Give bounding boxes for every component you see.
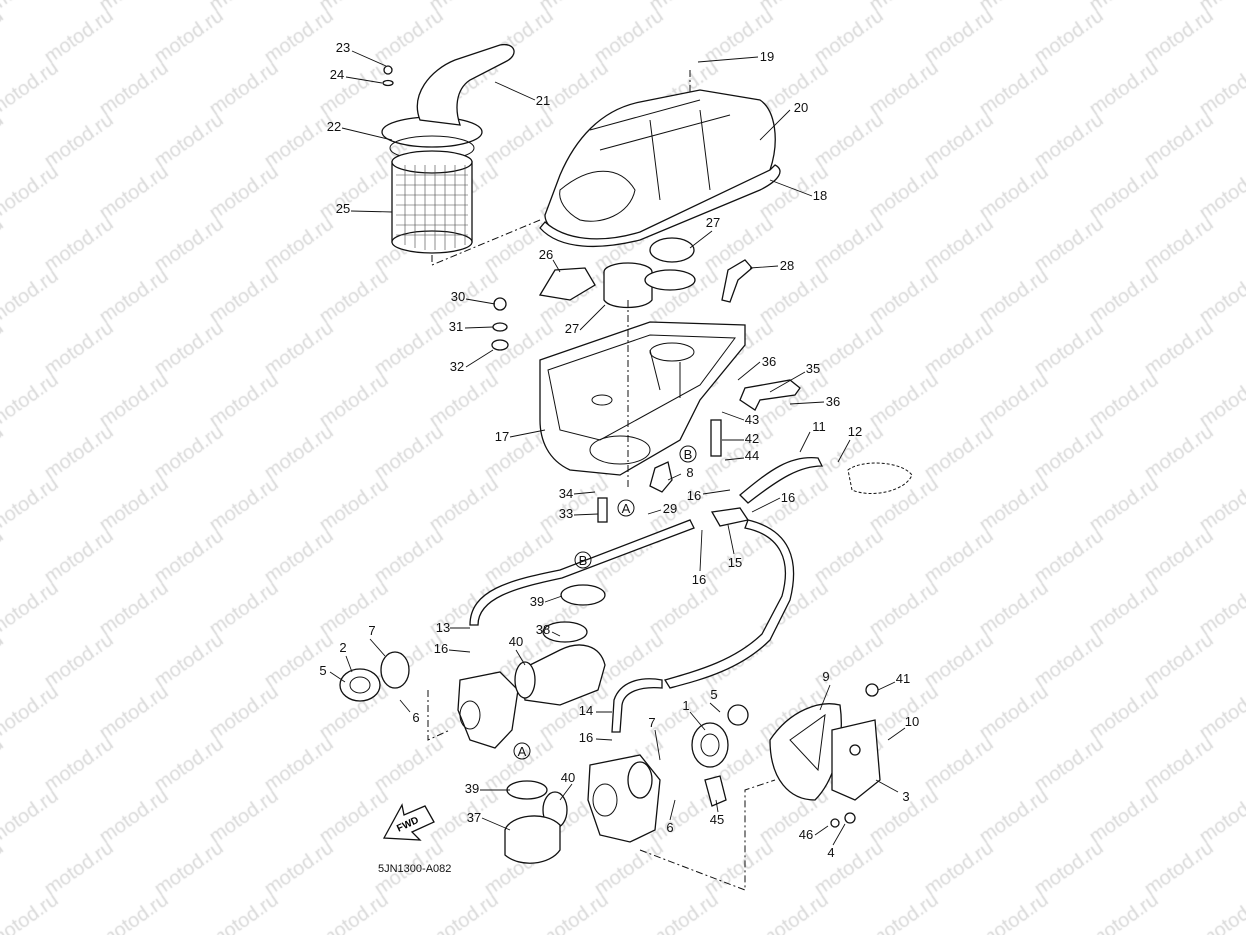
- callout-5: 5: [319, 663, 326, 678]
- callout-27: 27: [565, 321, 579, 336]
- bracket-28: [721, 259, 753, 303]
- callout-35: 35: [806, 361, 820, 376]
- diagram-code: 5JN1300-A082: [378, 863, 451, 875]
- callout-28: 28: [780, 258, 794, 273]
- callout-31: 31: [449, 319, 463, 334]
- callout-11: 11: [812, 419, 826, 434]
- callout-21: 21: [536, 93, 550, 108]
- callout-34: 34: [559, 486, 573, 501]
- callout-44: 44: [745, 448, 759, 463]
- pipe-42: [710, 419, 722, 457]
- plug-8: [649, 461, 673, 493]
- callout-16: 16: [692, 572, 706, 587]
- air-box-cover: [539, 89, 781, 248]
- fwd-arrow-icon: FWD: [382, 803, 435, 841]
- hose-35: [739, 379, 801, 411]
- callout-46: 46: [799, 827, 813, 842]
- callout-20: 20: [794, 100, 808, 115]
- callout-30: 30: [451, 289, 465, 304]
- callout-16: 16: [687, 488, 701, 503]
- callout-23: 23: [336, 40, 350, 55]
- callout-16: 16: [579, 730, 593, 745]
- ref-marker: B: [684, 447, 693, 462]
- hose-14: [611, 678, 663, 733]
- bracket-26: [538, 267, 596, 301]
- callout-19: 19: [760, 49, 774, 64]
- grommet-32: [491, 339, 509, 351]
- ref-marker: A: [518, 744, 527, 759]
- air-box-case: [539, 321, 746, 476]
- filter-12: [847, 462, 913, 494]
- callout-16: 16: [434, 641, 448, 656]
- callout-45: 45: [710, 812, 724, 827]
- callout-27: 27: [706, 215, 720, 230]
- hose-11: [739, 456, 824, 504]
- callout-29: 29: [663, 501, 677, 516]
- callout-39: 39: [530, 594, 544, 609]
- callout-1: 1: [682, 698, 689, 713]
- callout-26: 26: [539, 247, 553, 262]
- callout-17: 17: [495, 429, 509, 444]
- callout-7: 7: [648, 715, 655, 730]
- joint-27: [603, 237, 696, 309]
- bolt-30: [493, 297, 507, 311]
- joint-15: [710, 507, 750, 527]
- callout-38: 38: [536, 622, 550, 637]
- callout-8: 8: [686, 465, 693, 480]
- callout-7: 7: [368, 623, 375, 638]
- callout-36: 36: [762, 354, 776, 369]
- callout-16: 16: [781, 490, 795, 505]
- callout-42: 42: [745, 431, 759, 446]
- callout-37: 37: [467, 810, 481, 825]
- breather-hose: [663, 519, 795, 689]
- callout-3: 3: [902, 789, 909, 804]
- side-cover: [769, 683, 881, 828]
- washer-31: [492, 322, 508, 332]
- callout-18: 18: [813, 188, 827, 203]
- ref-marker: A: [622, 501, 631, 516]
- callout-39: 39: [465, 781, 479, 796]
- callout-5: 5: [710, 687, 717, 702]
- assembly-lines: [427, 70, 776, 891]
- callout-10: 10: [905, 714, 919, 729]
- left-carburetor: [339, 584, 606, 749]
- callout-22: 22: [327, 119, 341, 134]
- callout-6: 6: [412, 710, 419, 725]
- plug-33: [597, 497, 608, 523]
- reference-markers: B A B A: [513, 445, 697, 760]
- callout-14: 14: [579, 703, 593, 718]
- hose-13: [469, 519, 695, 626]
- callout-6: 6: [666, 820, 673, 835]
- callout-33: 33: [559, 506, 573, 521]
- callout-25: 25: [336, 201, 350, 216]
- callout-12: 12: [848, 424, 862, 439]
- air-filter-cover: [381, 43, 515, 254]
- callout-43: 43: [745, 412, 759, 427]
- callout-40: 40: [561, 770, 575, 785]
- leader-lines: [329, 50, 906, 846]
- callout-36: 36: [826, 394, 840, 409]
- callout-2: 2: [339, 640, 346, 655]
- callout-13: 13: [436, 620, 450, 635]
- callout-32: 32: [450, 359, 464, 374]
- ref-marker: B: [579, 553, 588, 568]
- callout-15: 15: [728, 555, 742, 570]
- callout-4: 4: [827, 845, 834, 860]
- callout-41: 41: [896, 671, 910, 686]
- callout-40: 40: [509, 634, 523, 649]
- callout-9: 9: [822, 669, 829, 684]
- right-carburetor: [504, 704, 749, 864]
- callout-24: 24: [330, 67, 344, 82]
